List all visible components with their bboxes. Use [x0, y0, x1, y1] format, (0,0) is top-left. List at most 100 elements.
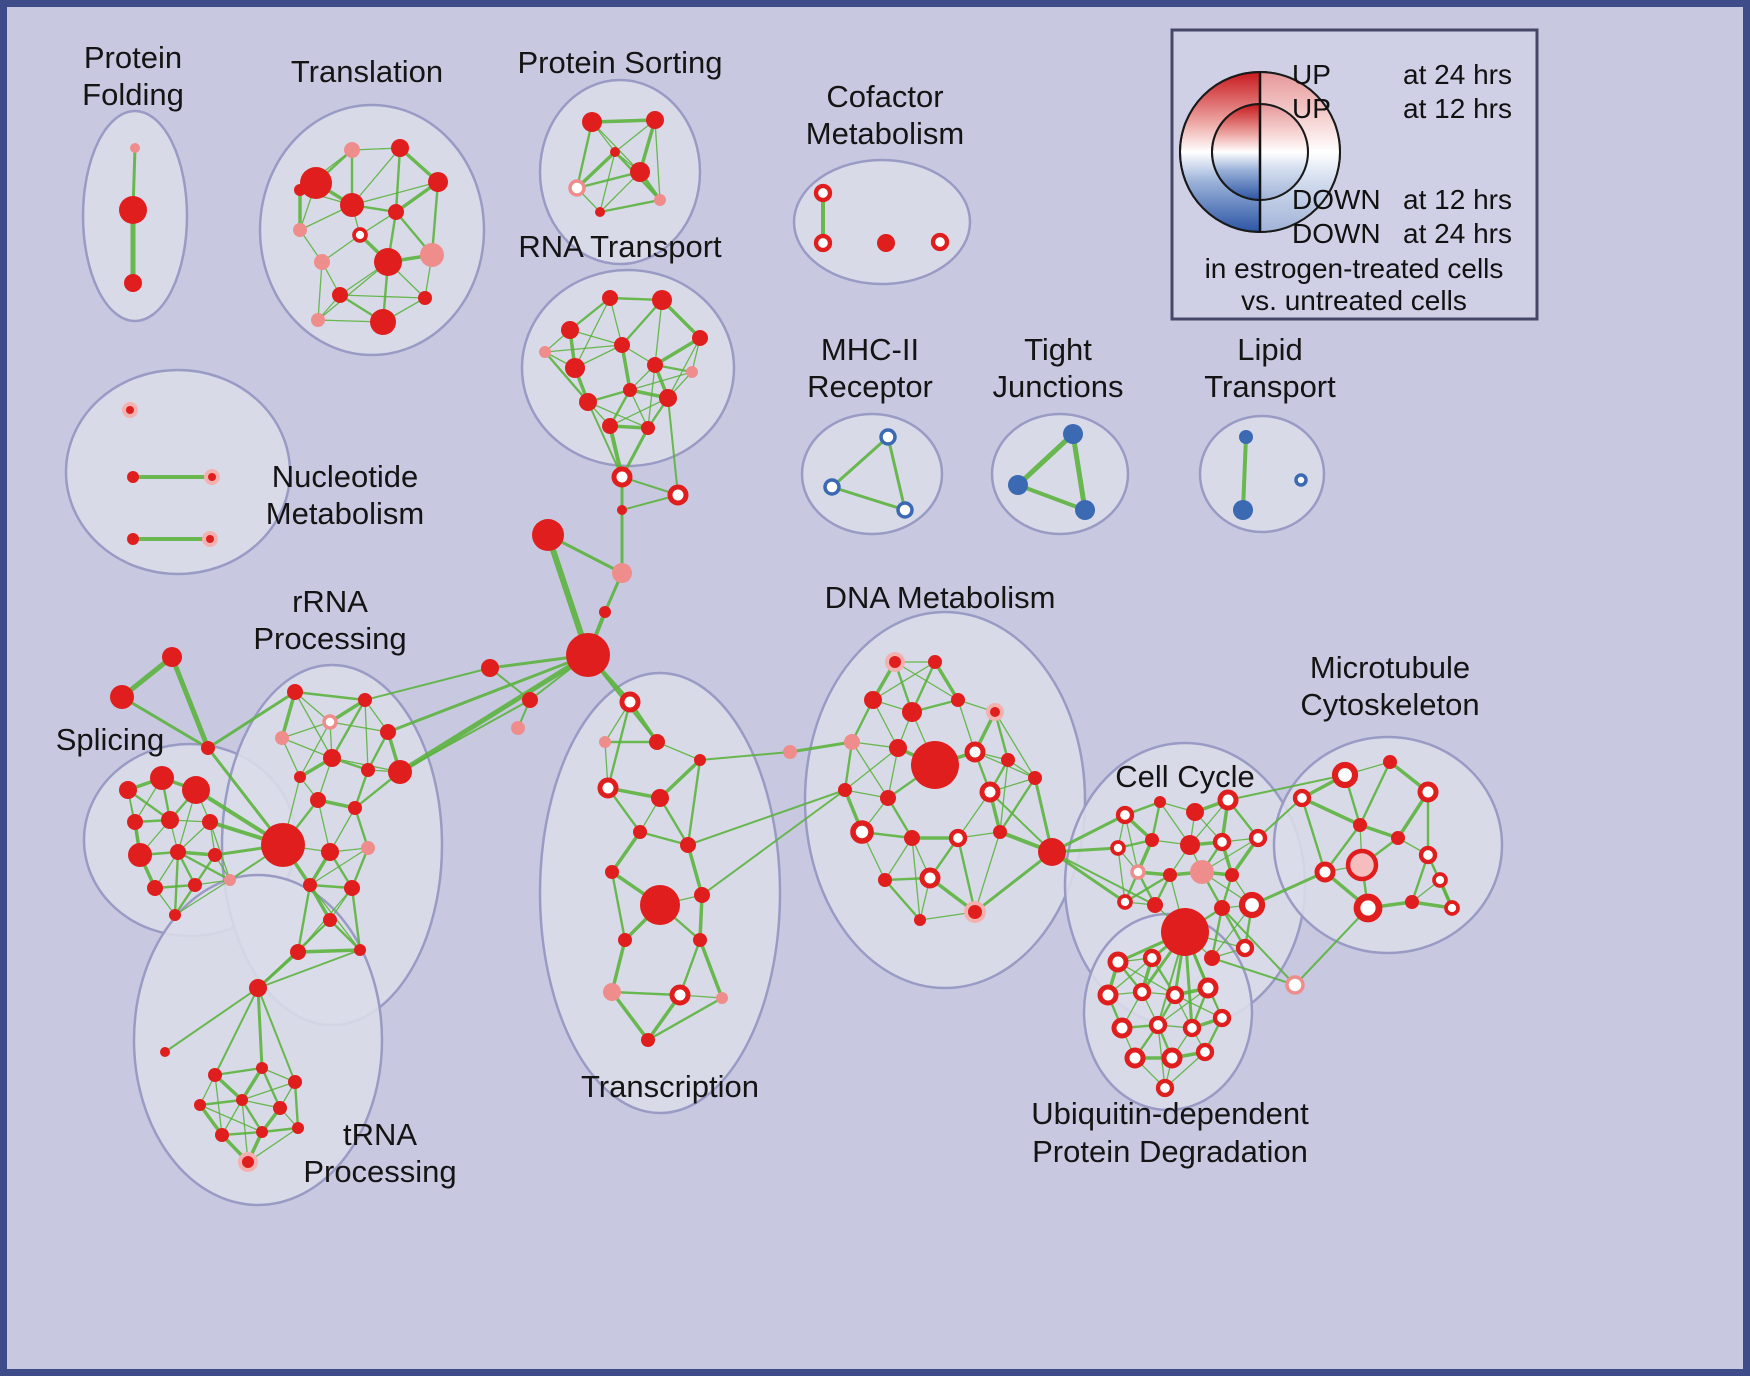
node-tj2	[1008, 475, 1028, 495]
node-sp2	[150, 766, 174, 790]
node-rt11	[602, 418, 618, 434]
edge	[329, 721, 389, 733]
edge	[1050, 850, 1127, 904]
cluster-ellipse-dm	[803, 610, 1087, 990]
node-rt4	[692, 330, 708, 346]
edge	[1300, 796, 1362, 827]
node-tc11	[694, 887, 710, 903]
node-cy9	[1130, 864, 1146, 880]
node-cf2	[813, 233, 833, 253]
node-rr3	[322, 714, 338, 730]
node-tl1	[300, 167, 332, 199]
node-dm9	[911, 741, 959, 789]
node-cy12	[1225, 868, 1239, 882]
node-dm22	[964, 901, 986, 923]
node-pf1	[130, 143, 140, 153]
node-dm19	[993, 825, 1007, 839]
cluster-label-ps-0: Protein Sorting	[517, 45, 722, 80]
node-st3	[201, 741, 215, 755]
edge	[701, 789, 846, 896]
edge	[317, 261, 323, 321]
node-cy6	[1145, 833, 1159, 847]
node-tl11	[420, 243, 444, 267]
edge	[281, 721, 331, 739]
cluster-label-cy-0: Cell Cycle	[1115, 759, 1255, 794]
node-dm4	[902, 702, 922, 722]
edge	[1210, 906, 1224, 960]
node-dm11	[1001, 753, 1015, 767]
node-ps7	[610, 147, 620, 157]
edge	[1211, 957, 1296, 986]
cluster-label-tj-0: Tight	[1024, 332, 1092, 367]
edge	[1300, 796, 1327, 874]
node-tc14	[603, 983, 621, 1001]
edge	[330, 698, 367, 760]
edge	[293, 690, 367, 702]
node-dm17	[904, 830, 920, 846]
node-cc4	[532, 519, 564, 551]
edge	[353, 806, 370, 850]
node-tb7	[215, 1128, 229, 1142]
node-cy5	[1110, 840, 1126, 856]
edge	[176, 850, 232, 882]
node-tl4	[428, 172, 448, 192]
edge	[1294, 907, 1369, 986]
node-ub14	[1155, 1078, 1175, 1098]
node-dm10	[964, 741, 986, 763]
node-rr7	[361, 763, 375, 777]
edge	[299, 721, 331, 778]
node-tn2	[160, 1047, 170, 1057]
node-cf3	[877, 234, 895, 252]
edge	[351, 147, 401, 206]
edge	[609, 397, 669, 427]
edge	[257, 949, 361, 989]
node-dm7	[844, 734, 860, 750]
edge	[120, 695, 210, 750]
node-dm13	[880, 790, 896, 806]
node-ub9	[1182, 1018, 1202, 1038]
node-ub1	[1107, 951, 1129, 973]
edge	[911, 837, 921, 921]
edge	[974, 831, 1001, 913]
edge	[998, 776, 1037, 834]
node-rr9	[294, 771, 306, 783]
node-ps5	[595, 207, 605, 217]
edge	[247, 1127, 299, 1163]
node-tc15	[669, 984, 691, 1006]
node-cy10	[1163, 868, 1177, 882]
edge	[1227, 774, 1346, 801]
node-dm23	[914, 914, 926, 926]
edge	[590, 118, 657, 124]
cluster-ellipse-nm	[64, 368, 292, 576]
edge	[173, 850, 180, 917]
cluster-ellipse-mh	[800, 412, 944, 536]
edge	[293, 1080, 300, 1130]
node-nm5	[202, 531, 218, 547]
edge	[296, 948, 362, 954]
node-mh1	[879, 428, 897, 446]
node-ub2	[1142, 948, 1162, 968]
edge	[1070, 431, 1088, 513]
node-cc8	[481, 659, 499, 677]
node-cc10	[511, 721, 525, 735]
edge	[872, 699, 899, 749]
node-pf3	[124, 274, 142, 292]
edge	[296, 883, 312, 954]
edge	[339, 294, 426, 299]
node-tc13	[693, 933, 707, 947]
edge	[667, 397, 679, 496]
node-rr1	[287, 684, 303, 700]
node-tc4	[597, 777, 619, 799]
node-rt2	[602, 290, 618, 306]
node-mt8	[1418, 845, 1438, 865]
node-dm2	[928, 655, 942, 669]
node-pf2	[119, 196, 147, 224]
node-cy15	[1161, 908, 1209, 956]
node-rr16	[344, 880, 360, 896]
node-rr10	[310, 792, 326, 808]
edge	[698, 938, 724, 1000]
edge	[544, 344, 623, 353]
cluster-label-mh-0: MHC-II	[821, 332, 919, 367]
node-dm6	[986, 703, 1004, 721]
